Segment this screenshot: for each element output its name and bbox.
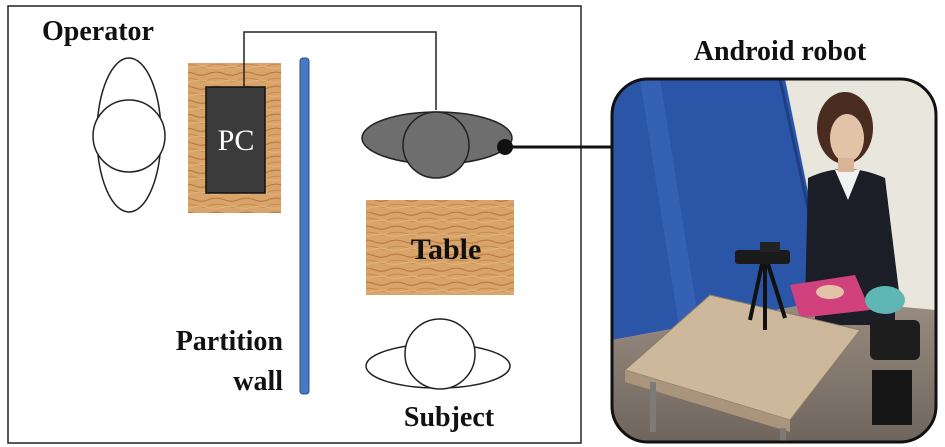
pc-label: PC: [218, 124, 255, 157]
pc-box: [205, 86, 266, 194]
subject-figure: [365, 318, 511, 390]
android-robot-photo: [612, 79, 936, 442]
subject-label: Subject: [404, 402, 495, 433]
table-label: Table: [411, 233, 482, 266]
partition-wall: [299, 57, 310, 395]
operator-figure: [92, 57, 166, 213]
operator-label: Operator: [42, 16, 154, 47]
partition-label-line2: wall: [233, 366, 283, 397]
table: [366, 200, 514, 295]
android-robot-photo-frame: [610, 77, 938, 444]
robot-figure: [361, 111, 513, 179]
connection-cable: [243, 31, 437, 110]
partition-label-line1: Partition: [176, 326, 284, 357]
android-robot-label: Android robot: [694, 36, 867, 67]
